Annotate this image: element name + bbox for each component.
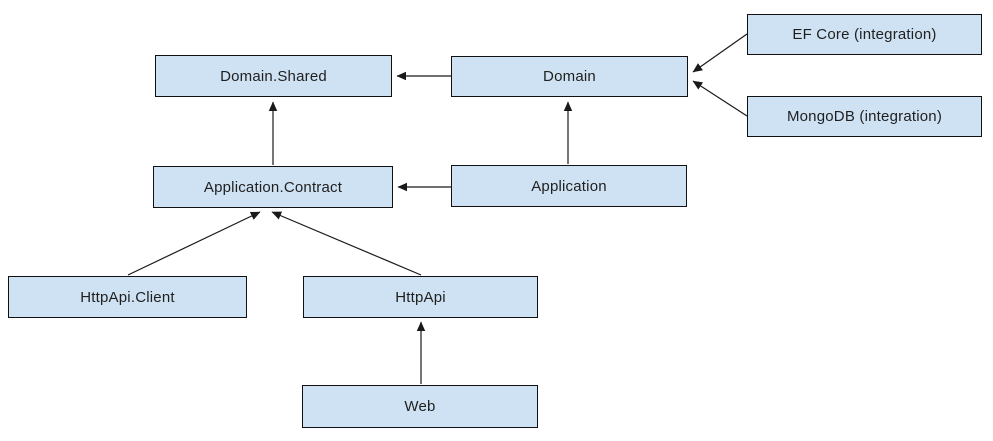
edge-httpapi-to-application-contract [271,211,422,276]
edge-httpapi-client-to-application-contract [127,211,261,276]
node-ef-core-integration: EF Core (integration) [747,14,982,55]
node-web: Web [302,385,538,428]
node-httpapi-label: HttpApi [395,288,446,306]
node-application: Application [451,165,687,207]
node-application-label: Application [531,177,607,195]
node-application-contract: Application.Contract [153,166,393,208]
edge-mongodb-to-domain [692,80,748,117]
node-web-label: Web [404,398,436,415]
node-mongodb-integration: MongoDB (integration) [747,96,982,137]
node-httpapi: HttpApi [303,276,538,318]
node-mongodb-integration-label: MongoDB (integration) [786,108,943,125]
node-domain-shared-label: Domain.Shared [220,67,327,85]
node-domain-shared: Domain.Shared [155,55,392,97]
edge-ef-core-to-domain [692,33,748,73]
node-domain: Domain [451,56,688,97]
node-domain-label: Domain [543,68,596,85]
node-application-contract-label: Application.Contract [203,178,343,196]
node-httpapi-client: HttpApi.Client [8,276,247,318]
node-httpapi-client-label: HttpApi.Client [80,288,175,306]
node-ef-core-integration-label: EF Core (integration) [792,26,937,43]
